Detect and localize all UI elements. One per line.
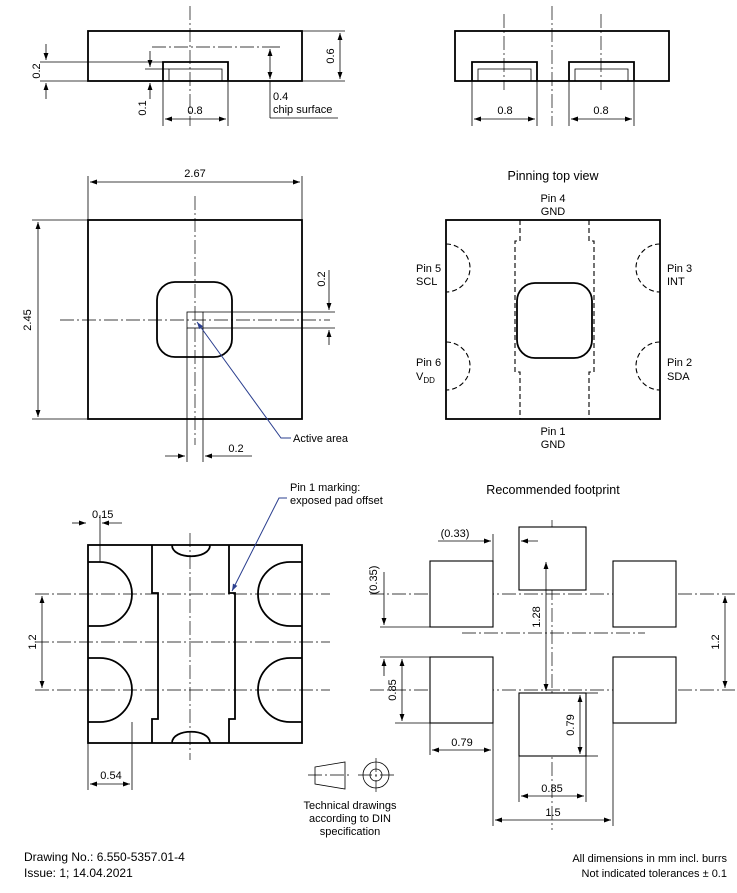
- pin1-signal: GND: [541, 439, 566, 451]
- dimensions-note: All dimensions in mm incl. burrs: [572, 853, 727, 865]
- footer: Drawing No.: 6.550-5357.01-4 Issue: 1; 1…: [24, 850, 727, 880]
- pin1-marking-leader: [231, 497, 287, 592]
- din-note-line1: Technical drawings: [304, 800, 397, 812]
- exposed-pad-hidden: [514, 220, 595, 419]
- dim-side-pad-width: 0.79: [451, 737, 472, 749]
- package-side-outline-two: [454, 30, 670, 82]
- dim-center-pad-height: 0.79: [565, 714, 577, 735]
- footprint-pad-top: [518, 526, 587, 591]
- pad-outline: [162, 61, 229, 81]
- side-view-two: 0.8 0.8: [454, 6, 670, 126]
- dim-area-height: 0.2: [316, 271, 328, 286]
- pin3-name: Pin 3: [667, 263, 692, 275]
- pin6-pad: [445, 341, 471, 391]
- pinning-title: Pinning top view: [507, 169, 599, 183]
- footprint-pad-bottom: [518, 692, 587, 757]
- dim-pad-width: 0.8: [187, 105, 202, 117]
- pin5-pad: [445, 243, 471, 293]
- dim-pad-height: 0.2: [31, 63, 43, 78]
- pin1-marking-label-line1: Pin 1 marking:: [290, 482, 360, 494]
- pin5-signal: SCL: [416, 276, 437, 288]
- pin3-pad: [635, 243, 661, 293]
- side-view: 0.6 0.2 0.1 0.8 0.4 chip surface: [31, 6, 345, 126]
- exposed-pad-left-edge: [151, 545, 159, 743]
- tolerance-note: Not indicated tolerances ± 0.1: [582, 868, 727, 880]
- dim-right-pad: 0.8: [593, 105, 608, 117]
- active-area-square: [186, 311, 204, 329]
- drawing-number: Drawing No.: 6.550-5357.01-4: [24, 850, 185, 864]
- dim-pad-inset: 0.1: [137, 100, 149, 115]
- pin6-signal-main: V: [416, 371, 424, 383]
- package-bottom-outline: [87, 544, 303, 744]
- din-note-line2: according to DIN: [309, 813, 391, 825]
- footprint: Recommended footprint (0.33) (0.35) 0.85…: [368, 483, 735, 830]
- pin4-name: Pin 4: [540, 193, 565, 205]
- pin2-name: Pin 2: [667, 357, 692, 369]
- dim-total-width: 1.5: [545, 807, 560, 819]
- top-view: 2.67 2.45 0.2 0.2 Active area: [22, 168, 349, 462]
- pin6-name: Pin 6: [416, 357, 441, 369]
- pin1-marking-label-line2: exposed pad offset: [290, 495, 383, 507]
- exposed-pad-right-edge: [228, 545, 236, 743]
- package-pinning-outline: [445, 219, 661, 420]
- sensor-window-pinning: [516, 282, 593, 359]
- pin6-signal: VDD: [416, 371, 435, 385]
- dim-offset: (0.33): [441, 528, 470, 540]
- footprint-pad-tl: [429, 560, 494, 628]
- dim-chip-depth: 0.4: [273, 91, 288, 103]
- active-area-leader: [196, 321, 291, 439]
- footprint-pad-tr: [612, 560, 677, 628]
- footprint-title: Recommended footprint: [486, 483, 620, 497]
- projection-cone-icon: [314, 761, 346, 790]
- pin6-signal-sub: DD: [423, 376, 435, 385]
- dim-height: 2.45: [22, 309, 34, 330]
- exposed-pad-top-notch: [171, 544, 211, 558]
- pin2-signal: SDA: [667, 371, 690, 383]
- dim-height: 0.6: [325, 48, 337, 63]
- dim-center-pitch: 1.28: [531, 606, 543, 627]
- pad-3: [257, 561, 302, 627]
- pin2-pad: [635, 341, 661, 391]
- dim-area-width: 0.2: [228, 443, 243, 455]
- dim-left-pad: 0.8: [497, 105, 512, 117]
- active-area-label: Active area: [293, 433, 349, 445]
- pad-2: [257, 657, 302, 723]
- pin3-signal: INT: [667, 276, 685, 288]
- pin5-name: Pin 5: [416, 263, 441, 275]
- chip-surface-label: chip surface: [273, 104, 332, 116]
- dim-side-pitch: 1.2: [710, 634, 722, 649]
- sensor-window: [156, 281, 233, 358]
- pin4-signal: GND: [541, 206, 566, 218]
- din-note-line3: specification: [320, 826, 381, 838]
- pad-6: [88, 657, 133, 723]
- dim-pitch: 1.2: [27, 634, 39, 649]
- dim-width: 2.67: [184, 168, 205, 180]
- projection-symbol: Technical drawings according to DIN spec…: [304, 758, 397, 838]
- dim-gap: (0.35): [368, 566, 380, 595]
- package-side-outline: [87, 30, 303, 82]
- pad-inner: [168, 68, 223, 81]
- dim-arc-width: 0.15: [92, 509, 113, 521]
- exposed-pad-bottom-notch: [171, 730, 211, 744]
- dim-pad-height: 0.85: [387, 679, 399, 700]
- dim-center-pad-width: 0.85: [541, 783, 562, 795]
- footprint-pad-bl: [429, 656, 494, 724]
- pinning-top-view: Pinning top view Pin 4 GND Pin 5 SCL Pin…: [416, 169, 692, 451]
- pin1-name: Pin 1: [540, 426, 565, 438]
- footprint-pad-br: [612, 656, 677, 724]
- dim-pad-offset: 0.54: [100, 770, 121, 782]
- pad-5: [88, 561, 133, 627]
- issue-date: Issue: 1; 14.04.2021: [24, 866, 133, 880]
- bottom-view: 0.15 1.2 0.54 Pin 1 marking: exposed pad…: [27, 482, 383, 790]
